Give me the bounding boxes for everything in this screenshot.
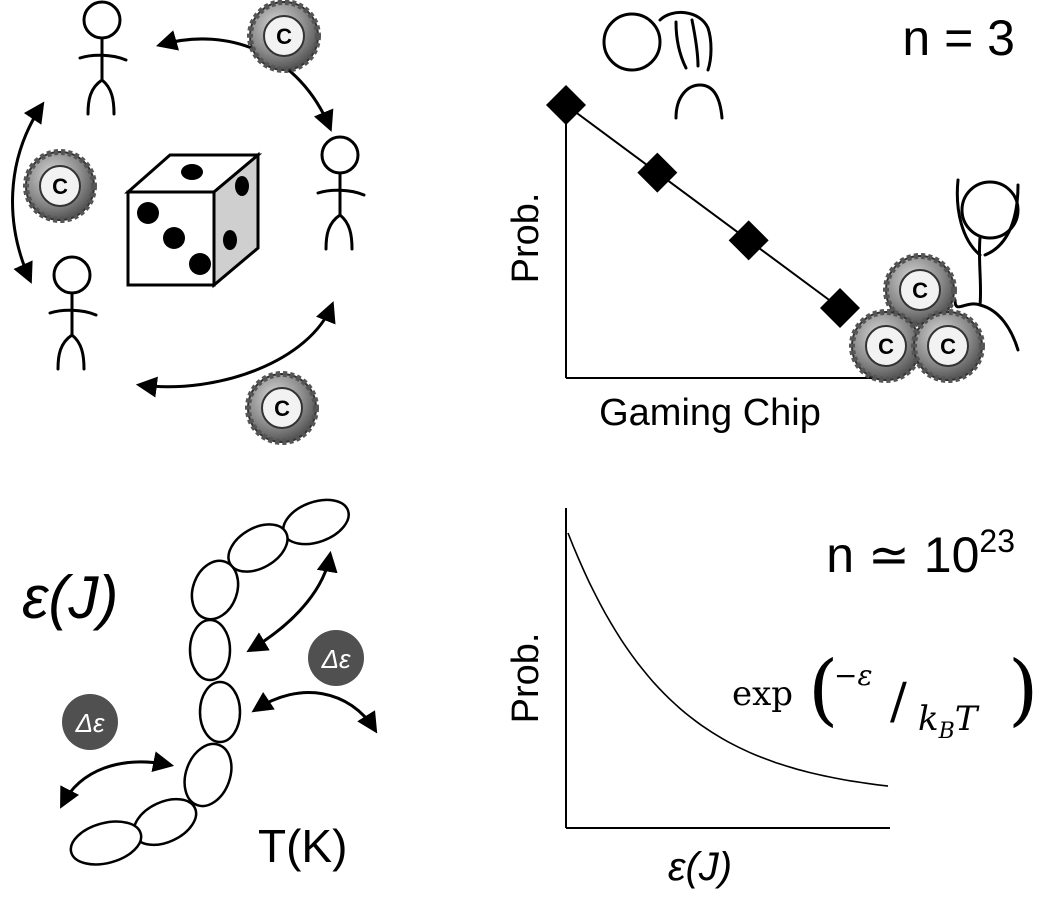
chart-n3: n = 3 Prob. Gaming Chip C C C	[505, 10, 1020, 434]
boltzmann-curve	[567, 532, 889, 787]
svg-text:C: C	[912, 278, 928, 303]
svg-text:C: C	[276, 24, 292, 49]
vibration-arrow	[251, 691, 378, 734]
bead	[190, 559, 240, 621]
polymer-chain: ε(J) T(K) Δε Δε	[22, 498, 378, 872]
vibration-arrow	[246, 550, 338, 653]
chart-n3-point	[546, 85, 586, 125]
chart-n3-point	[637, 152, 678, 193]
bead	[282, 498, 350, 546]
chart-n3-x-label: Gaming Chip	[599, 392, 821, 434]
formula-exp: exp	[732, 674, 793, 714]
chart-n3-y-label: Prob.	[505, 193, 547, 284]
delta-energy-badge: Δε	[62, 694, 118, 750]
svg-text:C: C	[274, 396, 290, 421]
player-right	[316, 135, 366, 251]
formula-slash: /	[890, 672, 907, 730]
chart-n3-point	[820, 288, 860, 328]
chart-boltzmann-y-label: Prob.	[505, 633, 547, 724]
energy-label: ε(J)	[22, 564, 118, 631]
sad-player-icon	[602, 10, 724, 120]
player-top	[78, 0, 128, 116]
chart-boltzmann-title: n ≃ 1023	[826, 523, 1015, 583]
formula-denominator: kBT	[918, 699, 980, 744]
chip-icon: C	[248, 374, 316, 442]
chip-icon: C	[26, 152, 94, 220]
svg-text:C: C	[52, 174, 68, 199]
chip-stack-icon: C C C	[852, 256, 982, 380]
exchange-arrow-bottom	[135, 301, 336, 398]
delta-energy-badge: Δε	[308, 630, 364, 686]
vibration-arrow	[60, 751, 175, 809]
svg-text:C: C	[940, 334, 956, 359]
chip-icon: C	[250, 2, 318, 70]
chart-n3-point	[728, 220, 769, 261]
formula-paren-close: )	[1008, 645, 1038, 735]
chart-boltzmann-x-label: ε(J)	[668, 845, 732, 889]
exchange-arrow-left	[11, 101, 45, 284]
bead	[183, 742, 233, 808]
chart-boltzmann: n ≃ 1023 Prob. ε(J) exp ( −ε / kBT )	[505, 508, 1038, 889]
happy-player-icon	[953, 178, 1020, 352]
bead	[198, 680, 242, 744]
svg-text:Δε: Δε	[321, 644, 351, 674]
bead	[69, 820, 143, 866]
formula-paren-open: (	[808, 645, 838, 735]
players-cycle: C C C	[11, 0, 366, 442]
chart-n3-series-line	[565, 104, 841, 309]
dice-icon	[124, 151, 263, 289]
chart-n3-title: n = 3	[902, 10, 1015, 66]
svg-text:C: C	[878, 334, 894, 359]
temperature-label: T(K)	[258, 820, 347, 872]
player-left	[48, 255, 98, 371]
bead	[188, 618, 232, 682]
formula-numerator: −ε	[834, 659, 873, 692]
svg-text:Δε: Δε	[75, 708, 105, 738]
boltzmann-formula: exp ( −ε / kBT )	[732, 645, 1038, 744]
